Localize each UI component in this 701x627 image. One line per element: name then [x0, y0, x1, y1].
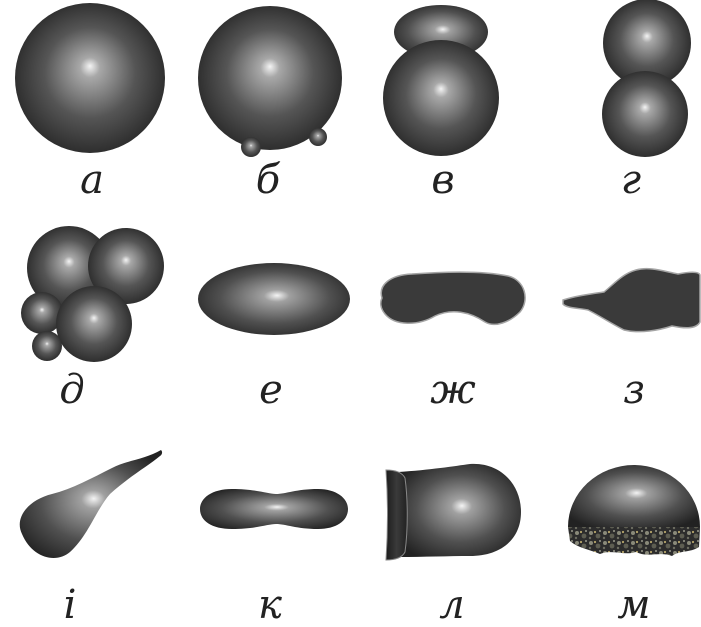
irregular-flat-icon — [562, 267, 701, 333]
label-g: г — [621, 157, 641, 203]
stacked-spheres-icon — [602, 0, 691, 157]
label-e: е — [259, 367, 283, 413]
label-d: д — [59, 367, 84, 413]
flat-bean-icon — [380, 271, 526, 326]
cup-icon — [385, 463, 521, 561]
label-m: м — [617, 582, 650, 627]
double-sphere-icon — [383, 5, 499, 156]
label-zh: ж — [430, 367, 476, 413]
label-l: л — [439, 582, 464, 627]
label-i: і — [64, 582, 77, 627]
hemisphere-icon — [568, 465, 700, 556]
sphere-with-satellites-icon — [198, 6, 342, 157]
label-b: б — [256, 157, 281, 203]
label-k: к — [258, 582, 282, 627]
dumbbell-icon — [200, 489, 348, 529]
label-v: в — [431, 157, 454, 203]
label-z: з — [623, 367, 645, 413]
sphere-icon — [15, 3, 165, 153]
ellipsoid-icon — [198, 263, 350, 335]
label-a: а — [80, 157, 104, 203]
teardrop-icon — [19, 450, 163, 558]
cluster-icon — [21, 226, 164, 362]
